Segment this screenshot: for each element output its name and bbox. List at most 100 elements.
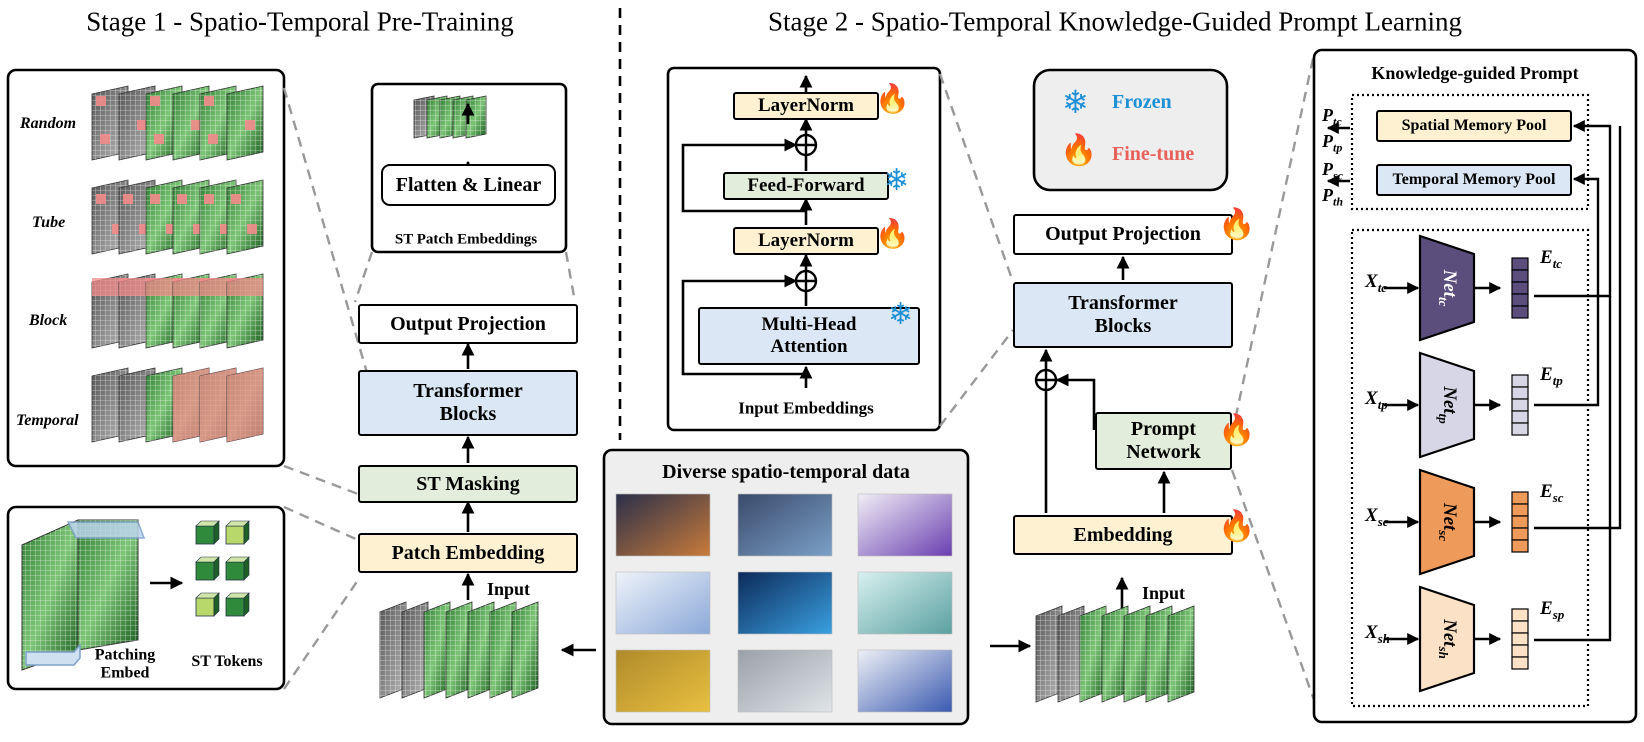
flame-icon: 🔥 [875, 84, 910, 115]
prompt-label-tc: Ptc [1322, 105, 1342, 129]
st-masking-box: ST Masking [358, 465, 578, 503]
embedding-label-tp: Etp [1540, 364, 1563, 388]
embedding-cell [1511, 539, 1529, 553]
embedding-cell [1511, 293, 1529, 307]
st-patch-embeddings-label: ST Patch Embeddings [394, 231, 538, 248]
embedding-cell [1511, 305, 1529, 319]
embedding-label-tc: Etc [1540, 247, 1563, 271]
patching-illustration [21, 519, 184, 671]
data-panel-title: Diverse spatio-temporal data [662, 461, 910, 483]
net-label-sc: Netsc [1436, 502, 1460, 542]
patching-embed-label: Patching Embed [94, 646, 156, 681]
legend-finetune: Fine-tune [1112, 143, 1195, 165]
data-thumbnail [615, 649, 711, 713]
embedding-cell [1511, 608, 1529, 622]
data-thumbnail [737, 571, 833, 635]
stage2-zoom-connectors [938, 53, 1316, 701]
transformer-detail-lines [681, 74, 813, 388]
stage1-title: Stage 1 - Spatio-Temporal Pre-Training [86, 6, 514, 37]
embedding-cell [1511, 422, 1529, 436]
kgp-title: Knowledge-guided Prompt [1371, 63, 1579, 83]
legend-frozen: Frozen [1112, 91, 1172, 113]
embedding-label-sc: Esc [1540, 481, 1564, 505]
net-trapezoid [1418, 351, 1476, 459]
flatten-linear-box: Flatten & Linear [381, 164, 556, 206]
stage1-output-projection: Output Projection [358, 304, 578, 344]
st-token-cube [195, 525, 215, 545]
spatial-memory-pool: Spatial Memory Pool [1376, 110, 1572, 142]
net-trapezoid [1418, 468, 1476, 576]
net-label-tc: Nettc [1436, 269, 1460, 307]
mask-label-block: Block [29, 312, 68, 329]
embedding-label-sp: Esp [1540, 598, 1565, 622]
flame-icon: 🔥 [1218, 414, 1256, 447]
prompt-label-sc: Psc [1322, 159, 1343, 183]
mask-label-random: Random [20, 115, 77, 132]
embedding-cell [1511, 503, 1529, 517]
st-token-cube [225, 597, 245, 617]
st-token-cube [225, 561, 245, 581]
layernorm-top: LayerNorm [733, 92, 879, 120]
embedding-cell [1511, 410, 1529, 424]
temporal-memory-pool: Temporal Memory Pool [1376, 164, 1572, 196]
embedding-cell [1511, 374, 1529, 388]
embedding-cell [1511, 644, 1529, 658]
multi-head-attention-box: Multi-Head Attention [698, 307, 920, 365]
stage1-zoom-connectors [282, 87, 577, 690]
embedding-cell [1511, 269, 1529, 283]
stage2-embedding-box: Embedding [1013, 515, 1233, 555]
mask-label-temporal: Temporal [16, 412, 79, 429]
flame-icon: 🔥 [1218, 510, 1256, 543]
st-token-cube [225, 525, 245, 545]
data-thumbnail [857, 493, 953, 557]
flame-icon: 🔥 [1060, 134, 1098, 167]
prompt-network-box: Prompt Network [1095, 412, 1232, 470]
prompt-label-tp: Ptp [1322, 131, 1343, 155]
embedding-cell [1511, 386, 1529, 400]
masking-strips [91, 85, 264, 443]
snowflake-icon: ❄ [884, 164, 910, 197]
flame-icon: 🔥 [875, 219, 910, 250]
stage2-output-projection: Output Projection [1013, 214, 1233, 255]
stage2-input-stack [1035, 605, 1195, 703]
embedding-cell [1511, 398, 1529, 412]
st-token-cube [195, 561, 215, 581]
embedding-cell [1511, 632, 1529, 646]
data-thumbnail [737, 649, 833, 713]
embedding-cell [1511, 281, 1529, 295]
embedding-cell [1511, 491, 1529, 505]
embedding-cell [1511, 515, 1529, 529]
data-thumbnail [857, 649, 953, 713]
masking-panel [6, 68, 286, 468]
st-tokens [195, 520, 250, 617]
data-thumbnails [615, 493, 953, 713]
flame-icon: 🔥 [1218, 208, 1256, 241]
embedding-cell [1511, 527, 1529, 541]
stage1-input-label: Input [487, 579, 531, 599]
stage2-input-label: Input [1142, 583, 1186, 603]
prompt-label-th: Pth [1322, 185, 1344, 209]
residual-add-circles [794, 133, 818, 293]
snowflake-icon: ❄ [1062, 84, 1089, 120]
stage2-transformer-blocks: Transformer Blocks [1013, 282, 1233, 348]
layernorm-bottom: LayerNorm [733, 227, 879, 255]
net-trapezoid [1418, 585, 1476, 693]
patch-embedding-box: Patch Embedding [358, 533, 578, 573]
stage2-title: Stage 2 - Spatio-Temporal Knowledge-Guid… [768, 6, 1462, 37]
input-label-sh: Xsh [1365, 622, 1390, 646]
embedding-cell [1511, 656, 1529, 670]
data-thumbnail [737, 493, 833, 557]
kgp-networks [1384, 234, 1529, 693]
input-label-sc: Xsc [1365, 505, 1389, 529]
stage2-arrows [990, 255, 1171, 653]
embedding-cell [1511, 620, 1529, 634]
data-thumbnail [615, 493, 711, 557]
data-thumbnail [615, 571, 711, 635]
snowflake-icon: ❄ [888, 298, 914, 331]
stage1-input-stack [379, 601, 539, 699]
st-tokens-label: ST Tokens [191, 653, 263, 670]
kgp-wiring [1326, 120, 1622, 642]
st-token-cube [195, 597, 215, 617]
feed-forward-box: Feed-Forward [723, 172, 889, 200]
embedding-cell [1511, 257, 1529, 271]
